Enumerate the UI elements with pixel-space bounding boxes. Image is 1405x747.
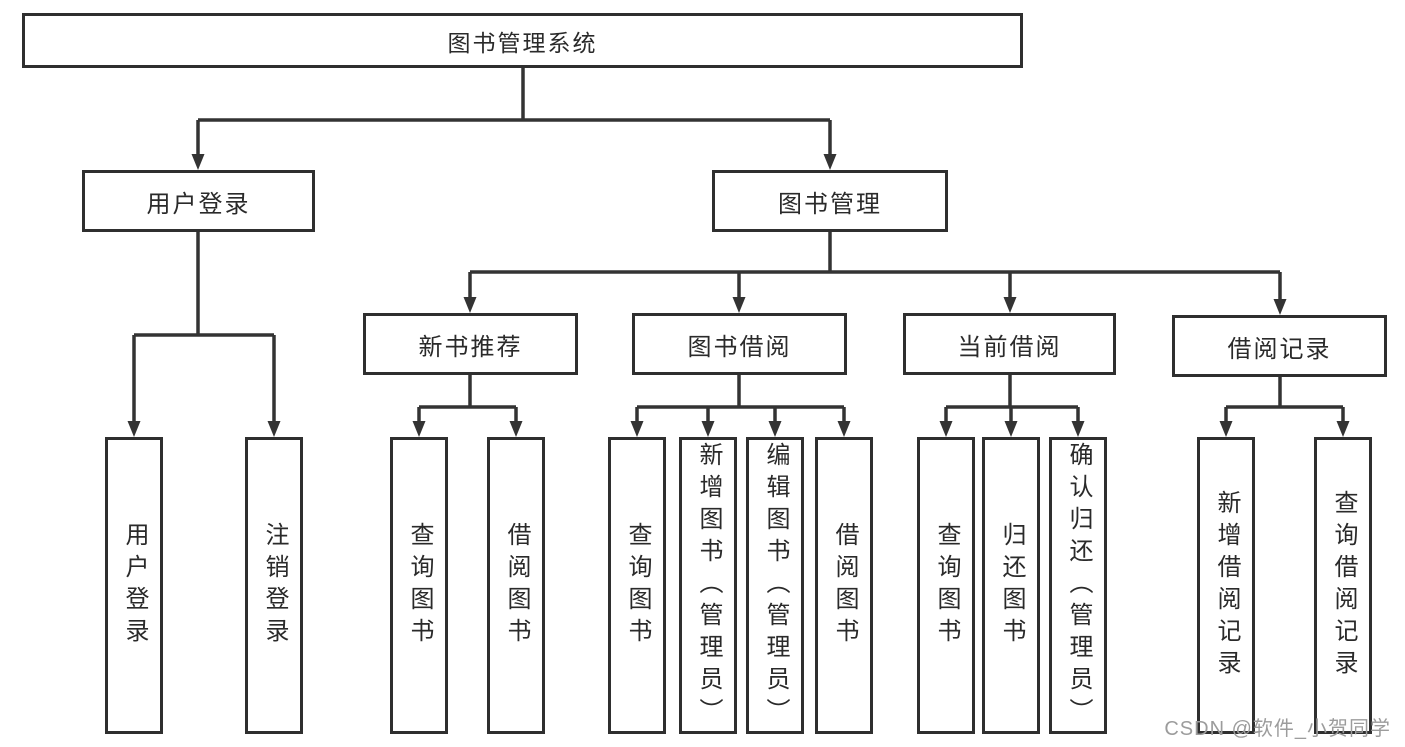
leaf-confirm-return-admin-label: 确认归还（管理员） bbox=[1065, 441, 1092, 730]
arrowhead bbox=[732, 297, 746, 313]
leaf-borrow-books-borrowing: 借阅图书 bbox=[815, 437, 873, 734]
leaf-confirm-return-admin: 确认归还（管理员） bbox=[1049, 437, 1107, 734]
arrowhead bbox=[768, 421, 782, 437]
arrowhead bbox=[509, 421, 523, 437]
leaf-query-borrow-record-label: 查询借阅记录 bbox=[1330, 489, 1357, 682]
arrowhead bbox=[127, 421, 141, 437]
connector-new-book-to-leaves bbox=[412, 375, 523, 437]
leaf-query-books-borrowing-label: 查询图书 bbox=[624, 521, 651, 650]
node-new-book-recommend-label: 新书推荐 bbox=[418, 333, 523, 361]
connector-borrowing-records-to-leaves bbox=[1219, 377, 1350, 437]
node-root-label: 图书管理系统 bbox=[447, 29, 598, 56]
node-book-management: 图书管理 bbox=[712, 170, 948, 232]
arrowhead bbox=[1071, 421, 1085, 437]
node-borrowing-records: 借阅记录 bbox=[1172, 315, 1387, 377]
node-book-borrowing-label: 图书借阅 bbox=[687, 333, 792, 361]
connector-book-borrowing-to-leaves bbox=[630, 375, 851, 437]
arrowhead bbox=[191, 154, 205, 170]
connector-user-login-to-leaves bbox=[127, 232, 281, 437]
leaf-borrow-books-recommend-label: 借阅图书 bbox=[503, 521, 530, 650]
arrowhead bbox=[1336, 421, 1350, 437]
arrowhead bbox=[939, 421, 953, 437]
connector-current-borrowing-to-leaves bbox=[939, 375, 1085, 437]
node-current-borrowing-label: 当前借阅 bbox=[957, 333, 1062, 361]
leaf-query-books-recommend: 查询图书 bbox=[390, 437, 448, 734]
node-new-book-recommend: 新书推荐 bbox=[363, 313, 578, 375]
leaf-user-login: 用户登录 bbox=[105, 437, 163, 734]
leaf-edit-books-admin: 编辑图书（管理员） bbox=[746, 437, 804, 734]
csdn-watermark: CSDN @软件_小贺同学 bbox=[1164, 718, 1391, 740]
leaf-add-borrow-record-label: 新增借阅记录 bbox=[1213, 489, 1240, 682]
node-current-borrowing: 当前借阅 bbox=[903, 313, 1116, 375]
leaf-query-books-current-label: 查询图书 bbox=[933, 521, 960, 650]
arrowhead bbox=[463, 297, 477, 313]
leaf-add-borrow-record: 新增借阅记录 bbox=[1197, 437, 1255, 734]
node-root: 图书管理系统 bbox=[22, 13, 1023, 68]
node-user-login: 用户登录 bbox=[82, 170, 315, 232]
leaf-return-books-label: 归还图书 bbox=[998, 521, 1025, 650]
arrowhead bbox=[1004, 421, 1018, 437]
leaf-borrow-books-recommend: 借阅图书 bbox=[487, 437, 545, 734]
leaf-query-borrow-record: 查询借阅记录 bbox=[1314, 437, 1372, 734]
connector-root-to-level2 bbox=[191, 68, 837, 170]
leaf-user-login-label: 用户登录 bbox=[121, 521, 148, 650]
leaf-return-books: 归还图书 bbox=[982, 437, 1040, 734]
leaf-logout-label: 注销登录 bbox=[261, 521, 288, 650]
leaf-logout: 注销登录 bbox=[245, 437, 303, 734]
arrowhead bbox=[701, 421, 715, 437]
leaf-borrow-books-borrowing-label: 借阅图书 bbox=[831, 521, 858, 650]
node-book-management-label: 图书管理 bbox=[778, 190, 882, 218]
arrowhead bbox=[1003, 297, 1017, 313]
node-book-borrowing: 图书借阅 bbox=[632, 313, 847, 375]
arrowhead bbox=[267, 421, 281, 437]
arrowhead bbox=[412, 421, 426, 437]
leaf-edit-books-admin-label: 编辑图书（管理员） bbox=[762, 441, 789, 730]
arrowhead bbox=[837, 421, 851, 437]
node-borrowing-records-label: 借阅记录 bbox=[1227, 335, 1332, 363]
arrowhead bbox=[1219, 421, 1233, 437]
leaf-add-books-admin-label: 新增图书（管理员） bbox=[695, 441, 722, 730]
arrowhead bbox=[630, 421, 644, 437]
node-user-login-label: 用户登录 bbox=[146, 190, 251, 218]
leaf-query-books-borrowing: 查询图书 bbox=[608, 437, 666, 734]
arrowhead bbox=[1273, 299, 1287, 315]
connector-book-management-to-level3 bbox=[463, 232, 1287, 315]
arrowhead bbox=[823, 154, 837, 170]
leaf-query-books-recommend-label: 查询图书 bbox=[406, 521, 433, 650]
leaf-add-books-admin: 新增图书（管理员） bbox=[679, 437, 737, 734]
leaf-query-books-current: 查询图书 bbox=[917, 437, 975, 734]
